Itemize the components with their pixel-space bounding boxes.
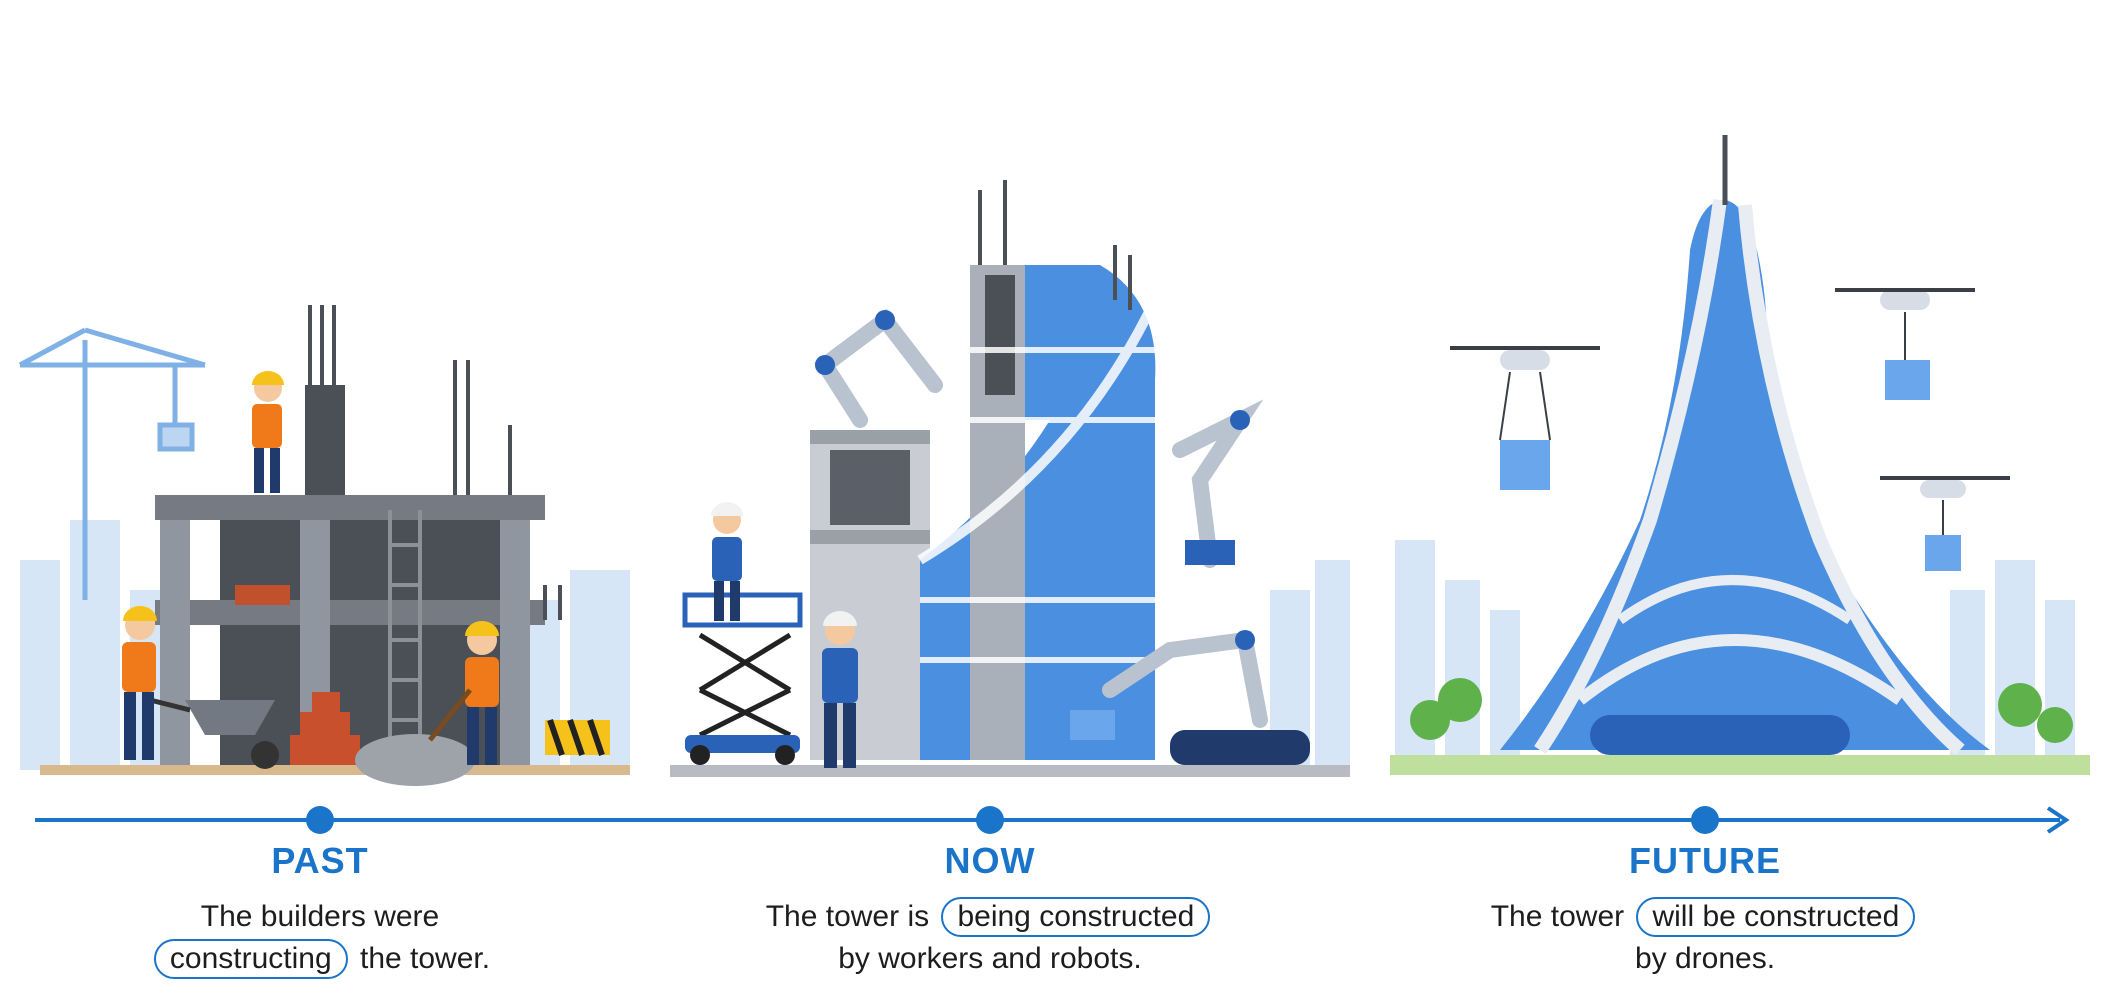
drone-right-top: [1835, 288, 1975, 400]
timeline-marker-past: [306, 806, 334, 834]
future-scene: [1390, 135, 2090, 775]
robot-arm-top: [814, 308, 943, 428]
timeline-axis: [35, 806, 2070, 834]
drone-right-bottom: [1880, 476, 2010, 571]
scissor-lift: [682, 592, 803, 765]
wheelbarrow: [149, 697, 279, 769]
caption-text: The tower is: [765, 900, 930, 933]
worker-pointing: [822, 611, 858, 768]
caption-text: by workers and robots.: [838, 942, 1142, 975]
era-caption-line1: The tower will be constructed: [1405, 896, 2005, 938]
now-glass-tower: [917, 180, 1156, 760]
past-building-frame: [155, 305, 562, 765]
future-tower: [1500, 135, 1990, 756]
era-now: NOW The tower is being constructed by wo…: [690, 840, 1290, 980]
worker-top: [252, 371, 284, 493]
era-title: FUTURE: [1629, 840, 1781, 881]
timeline-marker-future: [1691, 806, 1719, 834]
highlighted-verb: being constructed: [941, 897, 1211, 937]
trees: [1410, 678, 2073, 743]
timeline-illustration: [18, 135, 2090, 786]
era-caption-line2: by workers and robots.: [690, 938, 1290, 980]
highlighted-verb: will be constructed: [1636, 897, 1916, 937]
robot-arm-right: [1172, 399, 1264, 568]
timeline-arrow-icon: [2046, 806, 2070, 834]
caption-text: by drones.: [1634, 942, 1776, 975]
caption-text: The tower: [1490, 900, 1625, 933]
drone-left: [1450, 346, 1600, 490]
era-past: PAST The builders were constructing the …: [20, 840, 620, 980]
brick-pile: [290, 692, 360, 765]
now-concrete-frame: [810, 430, 930, 760]
robot-arm-bottom: [1102, 630, 1310, 765]
crane: [18, 327, 206, 600]
era-future: FUTURE The tower will be constructed by …: [1405, 840, 2005, 980]
worker-shovel: [428, 621, 499, 765]
caption-text: The builders were: [200, 900, 440, 933]
caption-text: the tower.: [360, 942, 491, 975]
past-scene: [18, 305, 630, 786]
highlighted-verb: constructing: [153, 939, 348, 979]
era-title: PAST: [271, 840, 369, 881]
era-caption-line2: by drones.: [1405, 938, 2005, 980]
worker-on-lift: [711, 502, 743, 621]
era-title: NOW: [944, 840, 1036, 881]
worker-wheelbarrow: [122, 606, 157, 760]
timeline-marker-now: [976, 806, 1004, 834]
era-caption-line2: constructing the tower.: [20, 938, 620, 980]
now-scene: [670, 180, 1350, 777]
era-caption-line1: The builders were: [20, 896, 620, 938]
era-caption-line1: The tower is being constructed: [690, 896, 1290, 938]
